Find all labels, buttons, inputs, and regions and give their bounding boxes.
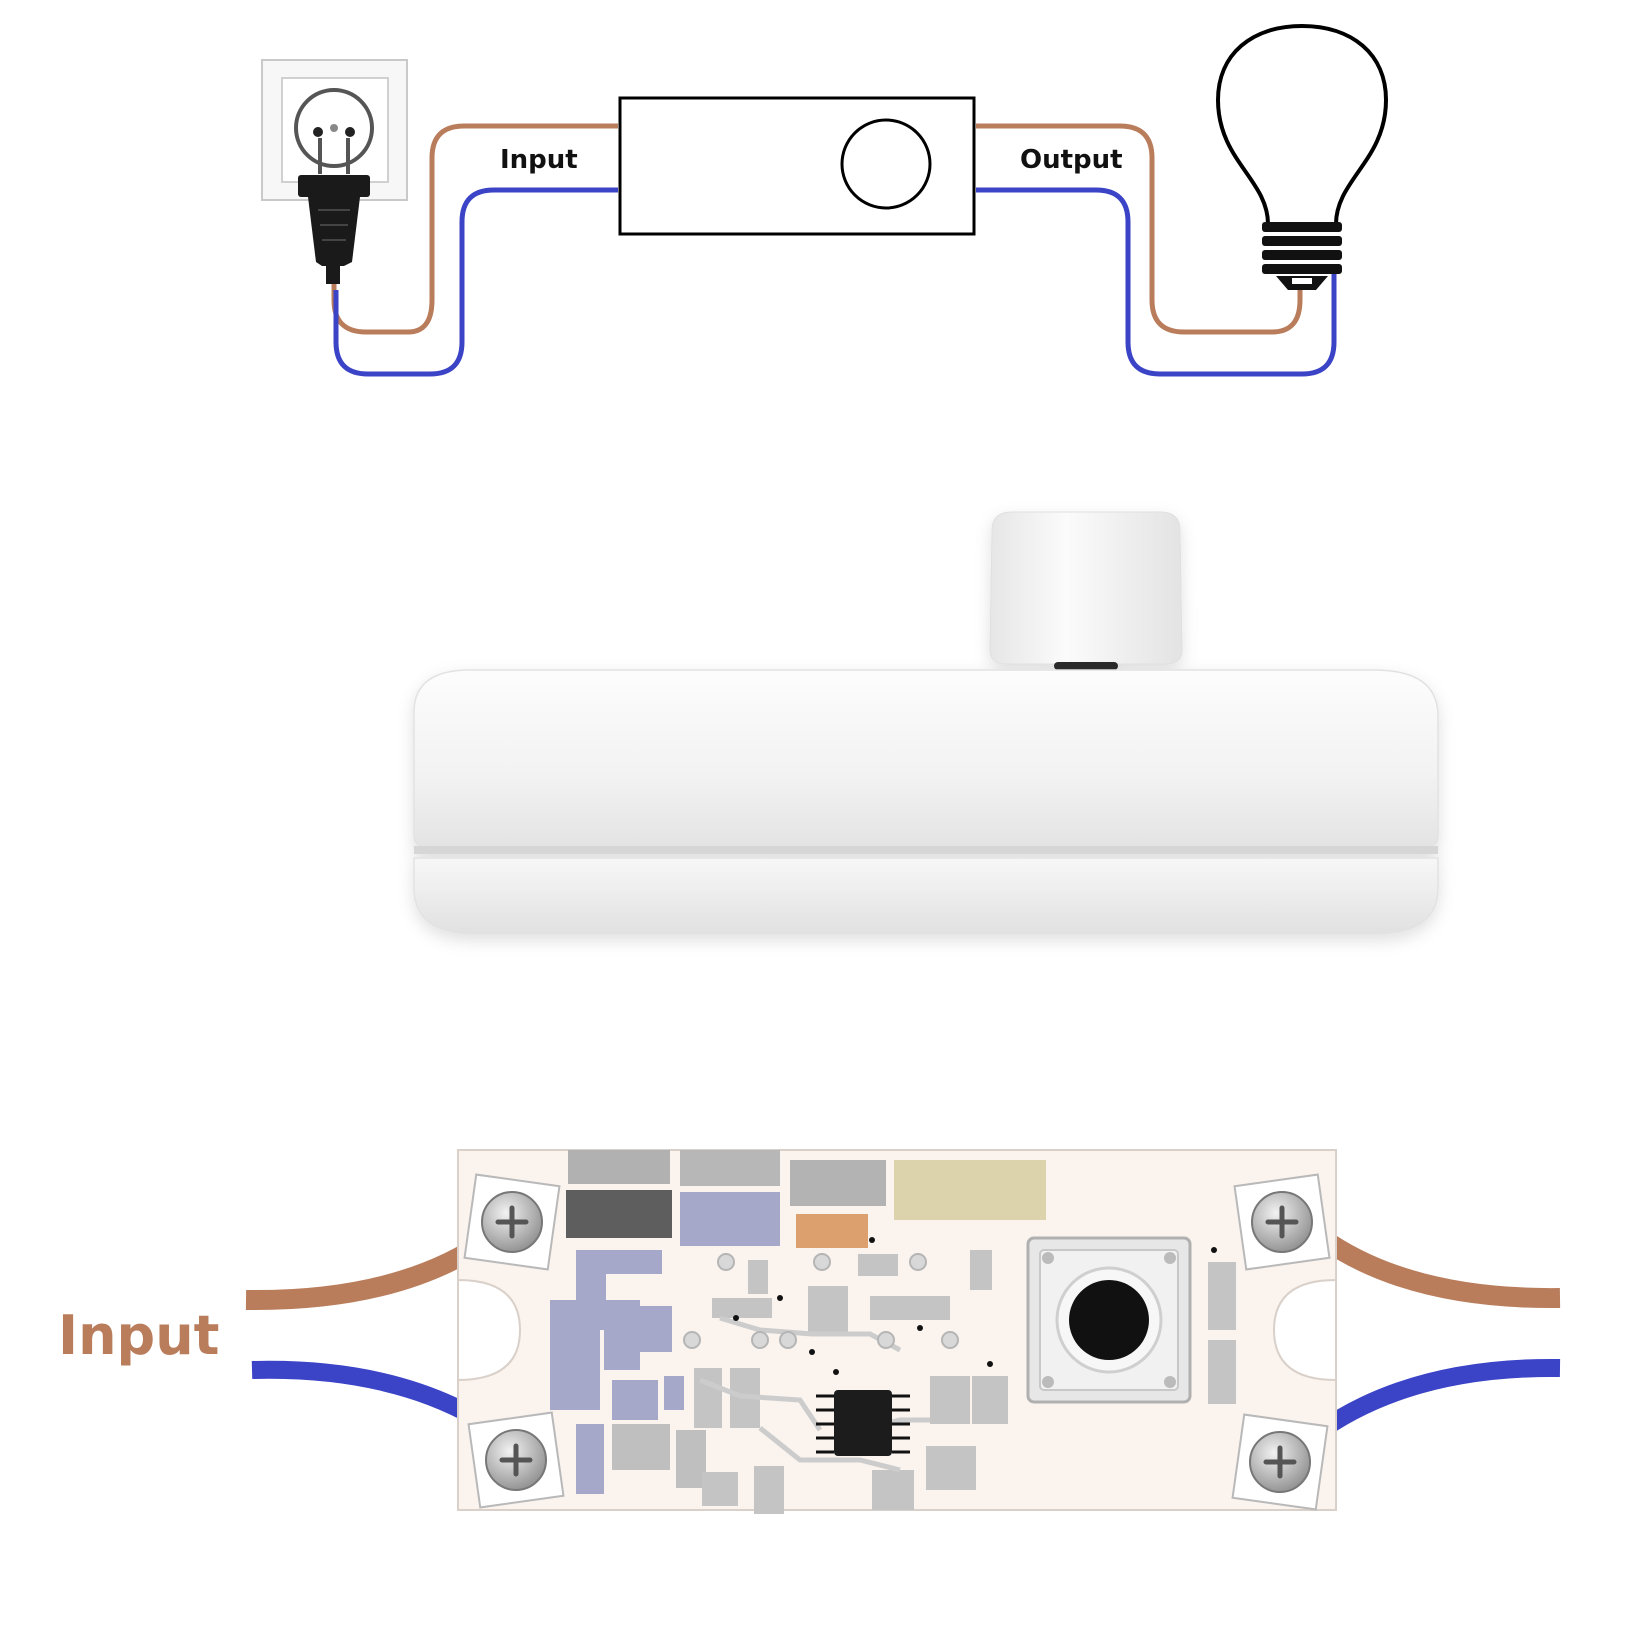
input-label: Input — [500, 145, 578, 175]
knob-icon — [989, 511, 1183, 670]
dimmer-product — [413, 511, 1439, 935]
light-bulb-icon — [1215, 23, 1389, 290]
pcb-live-wire-in — [245, 1229, 496, 1311]
live-wire-output — [976, 123, 1303, 335]
wiring-diagram: Input Output — [261, 23, 1389, 377]
pcb-live-wire-out — [1316, 1229, 1561, 1309]
dimmer-housing-top — [413, 669, 1439, 847]
live-wire-input — [331, 123, 618, 335]
pcb-view: Input — [58, 1149, 1561, 1514]
output-label: Output — [1020, 145, 1123, 175]
screw-terminal-icon — [467, 1411, 565, 1509]
pcb-input-label: Input — [58, 1304, 219, 1367]
dimmer-housing-base — [413, 857, 1439, 935]
dimmer-box-icon — [618, 96, 976, 236]
screw-terminal-icon — [1233, 1173, 1331, 1271]
neutral-wire-output — [976, 187, 1337, 377]
plug-icon — [298, 175, 370, 284]
push-button-icon[interactable] — [1026, 1236, 1192, 1404]
screw-terminal-icon — [463, 1173, 561, 1271]
screw-terminal-icon — [1231, 1413, 1329, 1511]
wall-socket-icon — [261, 59, 408, 201]
ic-chip-icon — [816, 1390, 910, 1456]
neutral-wire-input — [333, 187, 618, 377]
pcb-neutral-wire-out — [1310, 1358, 1561, 1442]
knob-icon — [840, 118, 932, 210]
